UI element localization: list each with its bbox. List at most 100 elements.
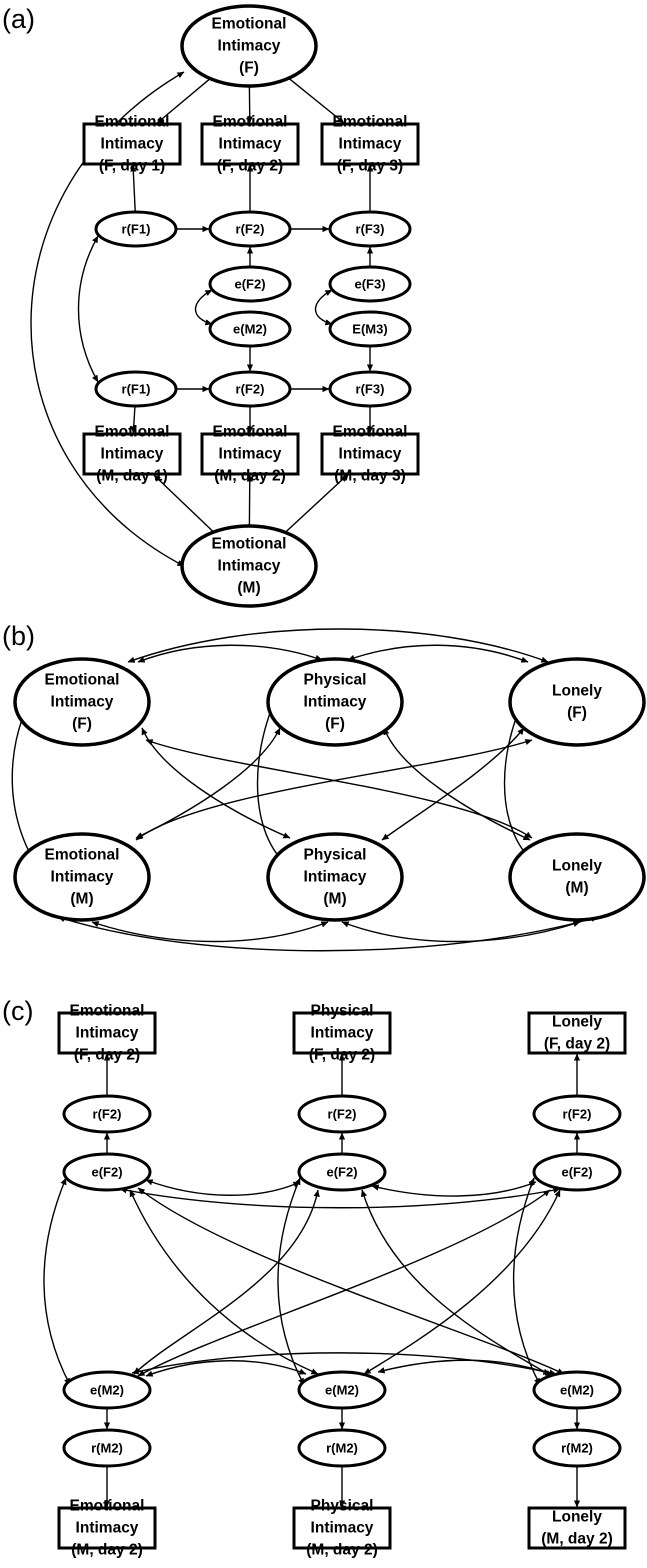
node-label-line: r(F2) bbox=[563, 1107, 592, 1122]
node-label-line: (F, day 2) bbox=[217, 158, 283, 175]
node-label-line: Emotional bbox=[95, 424, 170, 441]
covariance-arrow-a-ef3-to-a-em3 bbox=[314, 289, 333, 326]
node-label-line: Intimacy bbox=[304, 694, 367, 711]
node-label-line: Emotional bbox=[213, 424, 288, 441]
node-label-line: Physical bbox=[311, 1003, 374, 1020]
covariance-arrow-c-e-e-f-to-c-e-e-m bbox=[43, 1177, 71, 1386]
observed-variable-box bbox=[320, 432, 420, 476]
residual-ellipse bbox=[297, 1152, 387, 1192]
covariance-arrow-c-e-l-f-to-c-e-p-m bbox=[363, 1189, 561, 1375]
node-label-line: Emotional bbox=[45, 847, 120, 864]
node-label-line: Lonely bbox=[552, 1014, 602, 1031]
panel-labels: (a)(b)(c) bbox=[2, 4, 35, 1026]
node-a-rf1: r(F1) bbox=[94, 210, 178, 248]
node-label-line: Emotional bbox=[213, 114, 288, 131]
node-a-rm1: r(F1) bbox=[94, 370, 178, 408]
covariance-arrow-c-e-p-f-to-c-e-l-m bbox=[360, 1189, 553, 1377]
covariance-arrow-c-e-e-f-to-c-e-p-m bbox=[129, 1189, 319, 1375]
covariance-arrow-c-e-p-m-to-c-e-l-m bbox=[377, 1359, 551, 1375]
nodes-layer: EmotionalIntimacy(F)EmotionalIntimacy(F,… bbox=[13, 4, 646, 1559]
path-arrow-a-rm1-to-a-box-m1 bbox=[130, 406, 137, 434]
covariance-arrow-b-ei-f-to-b-pi-f bbox=[137, 644, 323, 663]
node-label-line: r(F2) bbox=[236, 222, 265, 237]
node-label-line: Emotional bbox=[70, 1498, 145, 1515]
node-a-ef2: e(F2) bbox=[208, 265, 292, 303]
covariance-arrow-c-e-e-m-to-c-e-p-m bbox=[145, 1360, 307, 1377]
node-label-line: e(F2) bbox=[234, 277, 265, 292]
panel-label: (a) bbox=[2, 4, 35, 34]
covariance-arrow-b-ei-m-to-b-pi-m bbox=[91, 921, 329, 943]
node-label-line: e(F2) bbox=[326, 1165, 357, 1180]
node-label-line: e(F2) bbox=[91, 1165, 122, 1180]
node-label-line: e(M2) bbox=[325, 1383, 359, 1398]
node-c-e-e-m: e(M2) bbox=[62, 1370, 152, 1410]
observed-variable-box bbox=[320, 122, 420, 166]
observed-variable-box bbox=[57, 1011, 157, 1055]
covariance-arrow-b-lo-f-to-b-pi-m bbox=[381, 727, 525, 841]
covariance-arrow-b-pi-m-to-b-lo-m bbox=[341, 921, 581, 943]
residual-ellipse bbox=[297, 1094, 387, 1134]
node-c-box-lf: Lonely(F, day 2) bbox=[527, 1011, 627, 1055]
residual-ellipse bbox=[532, 1152, 622, 1192]
node-c-e-p-m: e(M2) bbox=[297, 1370, 387, 1410]
residual-ellipse bbox=[297, 1428, 387, 1468]
node-label-line: Physical bbox=[311, 1498, 374, 1515]
node-label-line: e(M2) bbox=[90, 1383, 124, 1398]
node-label-line: (M) bbox=[565, 880, 588, 897]
covariance-arrow-b-ei-f-to-b-pi-m bbox=[141, 727, 291, 839]
residual-ellipse bbox=[532, 1370, 622, 1410]
node-label-line: E(M3) bbox=[352, 322, 387, 337]
latent-variable-ellipse bbox=[13, 832, 151, 922]
node-label-line: r(M2) bbox=[91, 1441, 123, 1456]
node-c-e-p-f: e(F2) bbox=[297, 1152, 387, 1192]
node-c-r-e-f: r(F2) bbox=[62, 1094, 152, 1134]
node-label-line: r(F2) bbox=[328, 1107, 357, 1122]
residual-ellipse bbox=[208, 370, 292, 408]
node-label-line: Intimacy bbox=[311, 1520, 374, 1537]
node-label-line: r(F1) bbox=[122, 382, 151, 397]
node-label-line: r(M2) bbox=[561, 1441, 593, 1456]
node-label-line: (M) bbox=[323, 891, 346, 908]
node-label-line: Intimacy bbox=[51, 869, 114, 886]
node-a-em2: e(M2) bbox=[208, 310, 292, 348]
node-label-line: Lonely bbox=[552, 683, 602, 700]
node-label-line: (F, day 2) bbox=[74, 1047, 140, 1064]
covariance-arrow-b-ei-f-to-b-lo-f bbox=[127, 628, 549, 663]
residual-ellipse bbox=[62, 1428, 152, 1468]
node-label-line: Lonely bbox=[552, 1509, 602, 1526]
node-label-line: (M, day 3) bbox=[334, 468, 405, 485]
node-label-line: Emotional bbox=[333, 424, 408, 441]
node-label-line: e(F2) bbox=[561, 1165, 592, 1180]
node-label-line: r(F2) bbox=[236, 382, 265, 397]
node-c-r-p-m: r(M2) bbox=[297, 1428, 387, 1468]
observed-variable-box bbox=[292, 1011, 392, 1055]
residual-ellipse bbox=[62, 1094, 152, 1134]
observed-variable-box bbox=[57, 1506, 157, 1550]
latent-variable-ellipse bbox=[180, 524, 318, 608]
path-arrow-a-rf1-to-a-box-f1 bbox=[130, 164, 137, 212]
node-label-line: Physical bbox=[304, 672, 367, 689]
node-b-lo-f: Lonely(F) bbox=[508, 657, 646, 747]
node-label-line: (F, day 3) bbox=[337, 158, 403, 175]
node-label-line: (M, day 2) bbox=[214, 468, 285, 485]
node-label-line: Emotional bbox=[212, 16, 287, 33]
node-label-line: Emotional bbox=[333, 114, 408, 131]
node-a-rf3: r(F3) bbox=[328, 210, 412, 248]
residual-ellipse bbox=[532, 1428, 622, 1468]
node-label-line: Intimacy bbox=[76, 1025, 139, 1042]
node-a-ef3: e(F3) bbox=[328, 265, 412, 303]
node-label-line: Intimacy bbox=[218, 558, 281, 575]
panel-label: (b) bbox=[2, 621, 35, 651]
covariance-arrow-c-e-l-f-to-c-e-e-m bbox=[137, 1189, 551, 1377]
node-label-line: Physical bbox=[304, 847, 367, 864]
node-label-line: r(F3) bbox=[356, 222, 385, 237]
residual-ellipse bbox=[328, 265, 412, 303]
observed-variable-box bbox=[200, 122, 300, 166]
